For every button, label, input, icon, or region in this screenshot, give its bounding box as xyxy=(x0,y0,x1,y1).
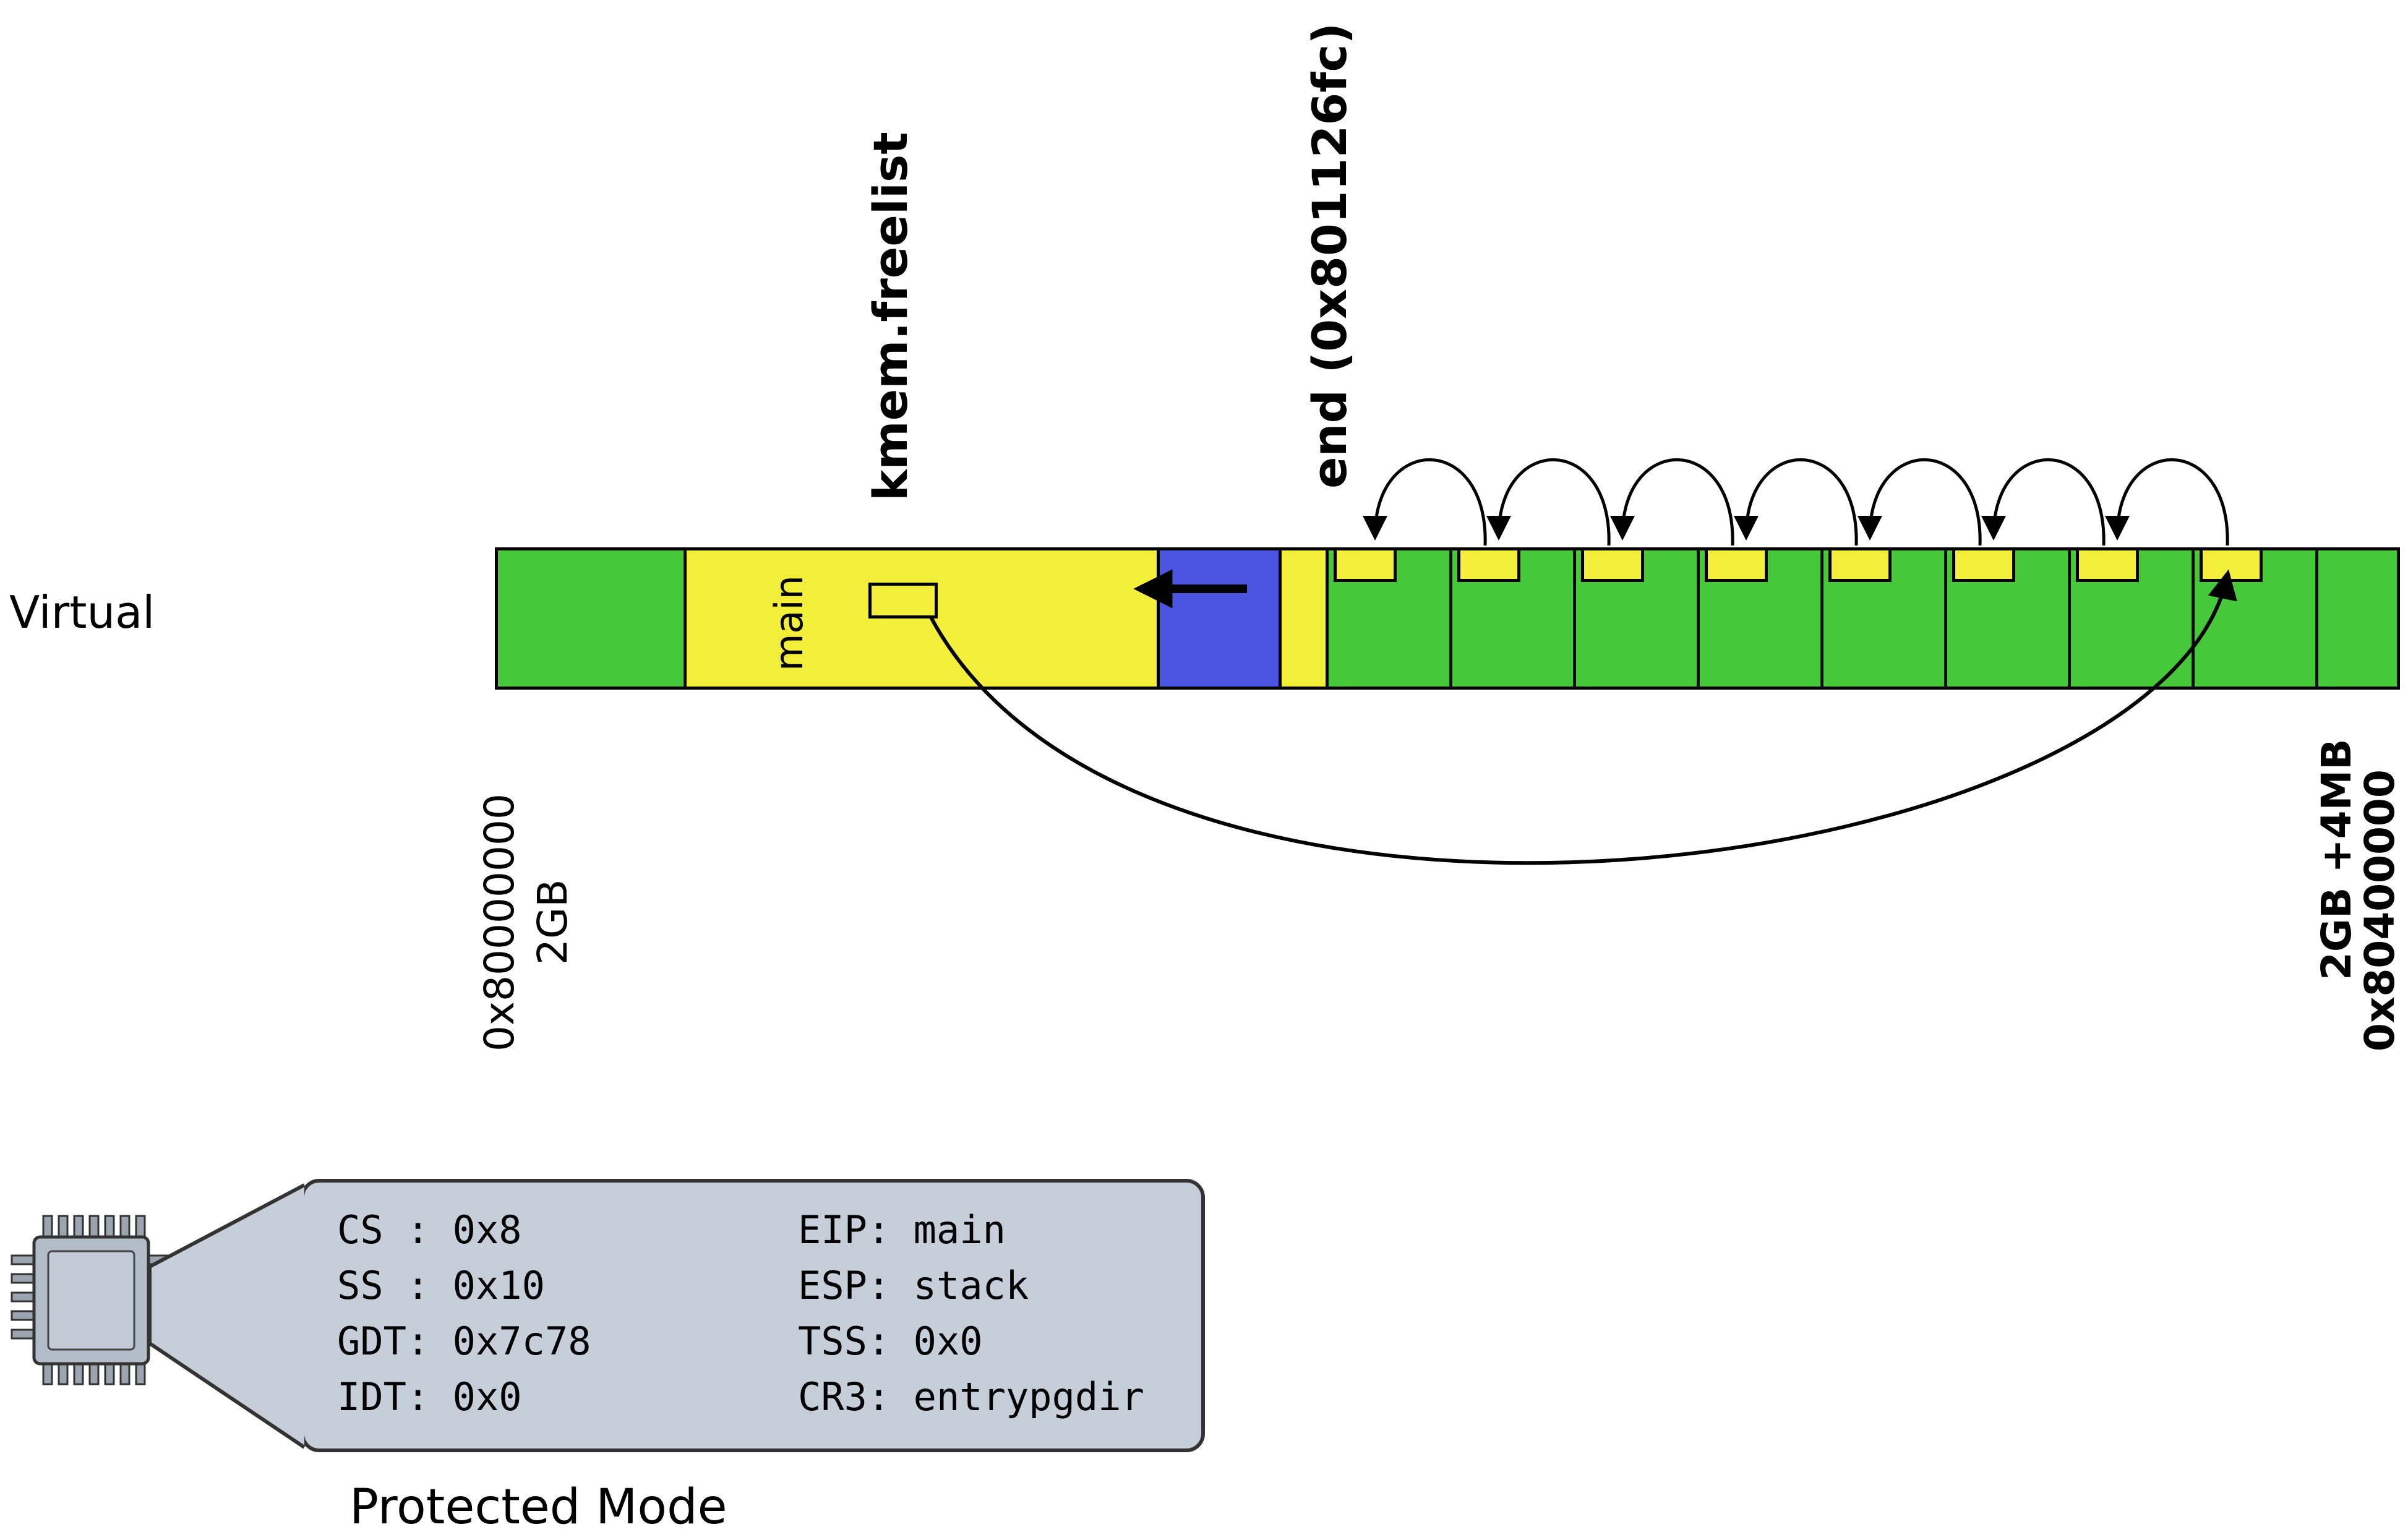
free-page-pointer-box xyxy=(1952,550,2015,582)
free-page-pointer-box xyxy=(2200,550,2263,582)
main-label: main xyxy=(766,575,812,671)
cpu-chip-pin xyxy=(88,1215,100,1241)
free-page-pointer-box xyxy=(1334,550,1397,582)
cpu-chip-die xyxy=(47,1250,135,1351)
cpu-chip-pin xyxy=(88,1359,100,1385)
segment-yellow-strip xyxy=(1279,550,1326,687)
freelist-arc xyxy=(1610,458,1734,546)
cpu-chip-pin xyxy=(73,1359,84,1385)
freelist-arc xyxy=(1857,458,1982,546)
free-page-pointer-box xyxy=(1457,550,1520,582)
callout-funnel xyxy=(150,1185,304,1447)
register-eip: EIP: main xyxy=(798,1207,1006,1252)
cpu-chip-pin xyxy=(73,1215,84,1241)
free-page-segment xyxy=(2192,550,2315,687)
freelist-arc xyxy=(2105,458,2229,546)
cpu-chip-icon xyxy=(11,1215,172,1385)
free-page-pointer-box xyxy=(2076,550,2139,582)
cpu-chip-pin xyxy=(58,1359,69,1385)
virtual-axis-label: Virtual xyxy=(9,586,155,638)
protected-mode-label: Protected Mode xyxy=(349,1479,727,1532)
end-symbol-label: end (0x801126fc) xyxy=(1302,22,1357,489)
start-address-label: 0x80000000 xyxy=(476,794,523,1051)
free-page-segment xyxy=(2068,550,2192,687)
freelist-pointer-rect xyxy=(868,583,938,618)
cpu-chip-pins xyxy=(11,1215,172,1385)
kmem-freelist-label: kmem.freelist xyxy=(863,132,918,501)
cpu-chip-pin xyxy=(42,1215,53,1241)
freelist-arc xyxy=(1486,458,1611,546)
free-page-segment xyxy=(1944,550,2068,687)
end-address-label: 0x80400000 xyxy=(2356,769,2404,1051)
cpu-chip-pin xyxy=(119,1215,131,1241)
free-page-segment xyxy=(1326,550,1449,687)
free-page-pointer-box xyxy=(1705,550,1768,582)
register-esp: ESP: stack xyxy=(798,1263,1029,1308)
free-page-segment xyxy=(1449,550,1573,687)
cpu-chip-pin xyxy=(145,1273,172,1284)
cpu-chip-pin xyxy=(145,1254,172,1265)
cpu-chip-pin xyxy=(145,1310,172,1321)
cpu-chip-pin xyxy=(135,1359,146,1385)
segment-low-green xyxy=(498,550,683,687)
free-page-pointer-box xyxy=(1581,550,1644,582)
free-tail-segment xyxy=(2315,550,2397,687)
freelist-arc xyxy=(1363,458,1487,546)
callout-funnel-outline xyxy=(148,1183,306,1449)
end-size-label: 2GB +4MB xyxy=(2313,738,2360,980)
free-page-segment xyxy=(1820,550,1944,687)
cpu-chip-pin xyxy=(11,1291,38,1303)
free-page-segment xyxy=(1573,550,1697,687)
cpu-chip-pin xyxy=(42,1359,53,1385)
segment-blue xyxy=(1157,550,1279,687)
cpu-chip-pin xyxy=(135,1215,146,1241)
register-gdt: GDT: 0x7c78 xyxy=(337,1319,591,1364)
cpu-chip-pin xyxy=(104,1215,115,1241)
segment-kernel-yellow xyxy=(683,550,1157,687)
free-page-segment xyxy=(1697,550,1820,687)
register-cs: CS : 0x8 xyxy=(337,1207,522,1252)
register-tss: TSS: 0x0 xyxy=(798,1319,983,1364)
cpu-chip-pin xyxy=(11,1310,38,1321)
cpu-chip-body xyxy=(32,1235,150,1366)
cpu-chip-pin xyxy=(11,1329,38,1340)
cpu-chip-pin xyxy=(145,1291,172,1303)
cpu-chip-pin xyxy=(11,1273,38,1284)
start-size-label: 2GB xyxy=(529,879,576,965)
cpu-chip-pin xyxy=(145,1329,172,1340)
cpu-chip-pin xyxy=(119,1359,131,1385)
register-cr3: CR3: entrypgdir xyxy=(798,1374,1144,1419)
free-page-pointer-box xyxy=(1828,550,1892,582)
cpu-chip-pin xyxy=(104,1359,115,1385)
freelist-arc xyxy=(1981,458,2106,546)
freelist-arcs xyxy=(1363,458,2229,546)
cpu-chip-pin xyxy=(58,1215,69,1241)
cpu-chip-pin xyxy=(11,1254,38,1265)
register-idt: IDT: 0x0 xyxy=(337,1374,522,1419)
register-ss: SS : 0x10 xyxy=(337,1263,545,1308)
freelist-arc xyxy=(1734,458,1858,546)
